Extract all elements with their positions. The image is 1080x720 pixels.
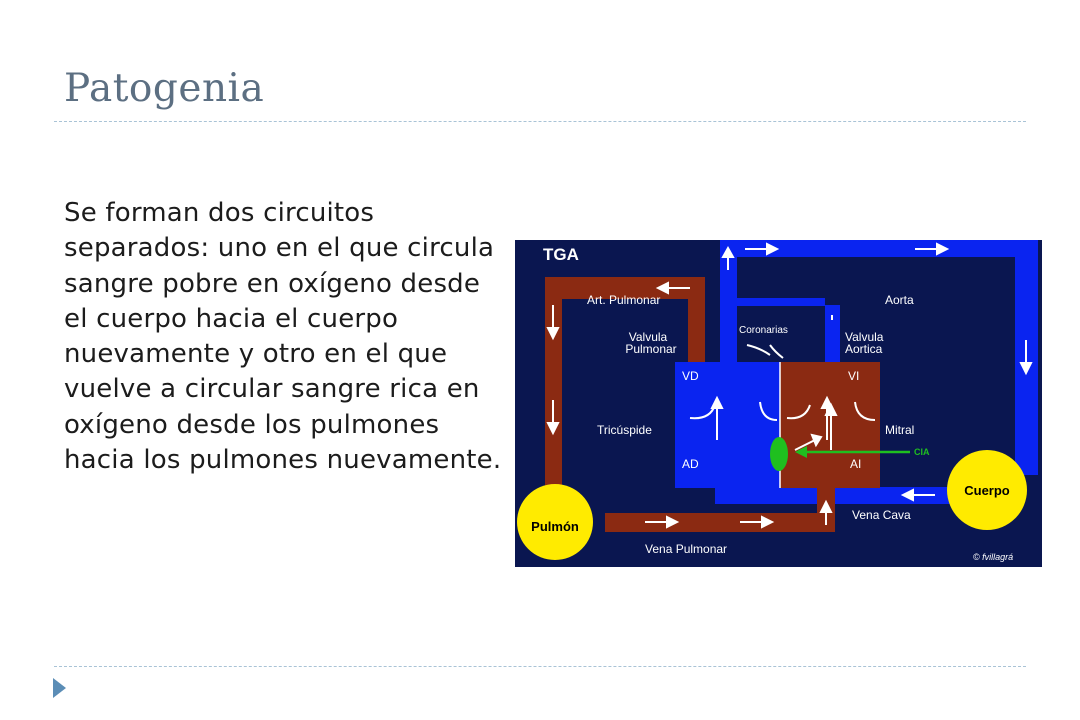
- label-ai: AI: [850, 457, 861, 471]
- label-vena-pulmonar: Vena Pulmonar: [645, 542, 727, 556]
- label-valvula-aortica-1: Valvula: [845, 330, 884, 344]
- footer-divider: [54, 666, 1026, 667]
- label-valvula-aortica-2: Aortica: [845, 342, 883, 356]
- label-coronarias: Coronarias: [739, 325, 788, 336]
- label-pulmon: Pulmón: [531, 519, 579, 534]
- label-valvula-pulmonar-2: Pulmonar: [625, 342, 676, 356]
- diagram-title: TGA: [543, 245, 579, 264]
- footer-triangle-icon: [53, 678, 66, 698]
- systemic-circuit: [675, 240, 1038, 504]
- label-valvula-pulmonar-1: Valvula: [629, 330, 668, 344]
- cia-pointer-head: [795, 446, 807, 458]
- pulmon-organ: [517, 484, 593, 560]
- tga-diagram-svg: TGA Art. Pulmonar Aorta Coronarias Valvu…: [515, 240, 1042, 567]
- label-vi: VI: [848, 369, 859, 383]
- tga-diagram: TGA Art. Pulmonar Aorta Coronarias Valvu…: [515, 240, 1042, 567]
- body-text: Se forman dos circuitos separados: uno e…: [64, 198, 502, 476]
- cia-marker: [770, 437, 788, 471]
- label-ad: AD: [682, 457, 699, 471]
- label-vena-cava: Vena Cava: [852, 508, 911, 522]
- label-tricuspide: Tricúspide: [597, 423, 652, 437]
- label-aorta: Aorta: [885, 293, 914, 307]
- cuerpo-organ: [947, 450, 1027, 530]
- label-credit: © fvillagrá: [973, 552, 1013, 562]
- label-vd: VD: [682, 369, 699, 383]
- flow-arrows: [546, 242, 1033, 529]
- label-art-pulmonar: Art. Pulmonar: [587, 293, 660, 307]
- label-cuerpo: Cuerpo: [964, 483, 1010, 498]
- title-divider: [54, 121, 1026, 122]
- slide-title: Patogenia: [64, 66, 265, 111]
- label-cia: CIA: [914, 447, 930, 457]
- label-mitral: Mitral: [885, 423, 914, 437]
